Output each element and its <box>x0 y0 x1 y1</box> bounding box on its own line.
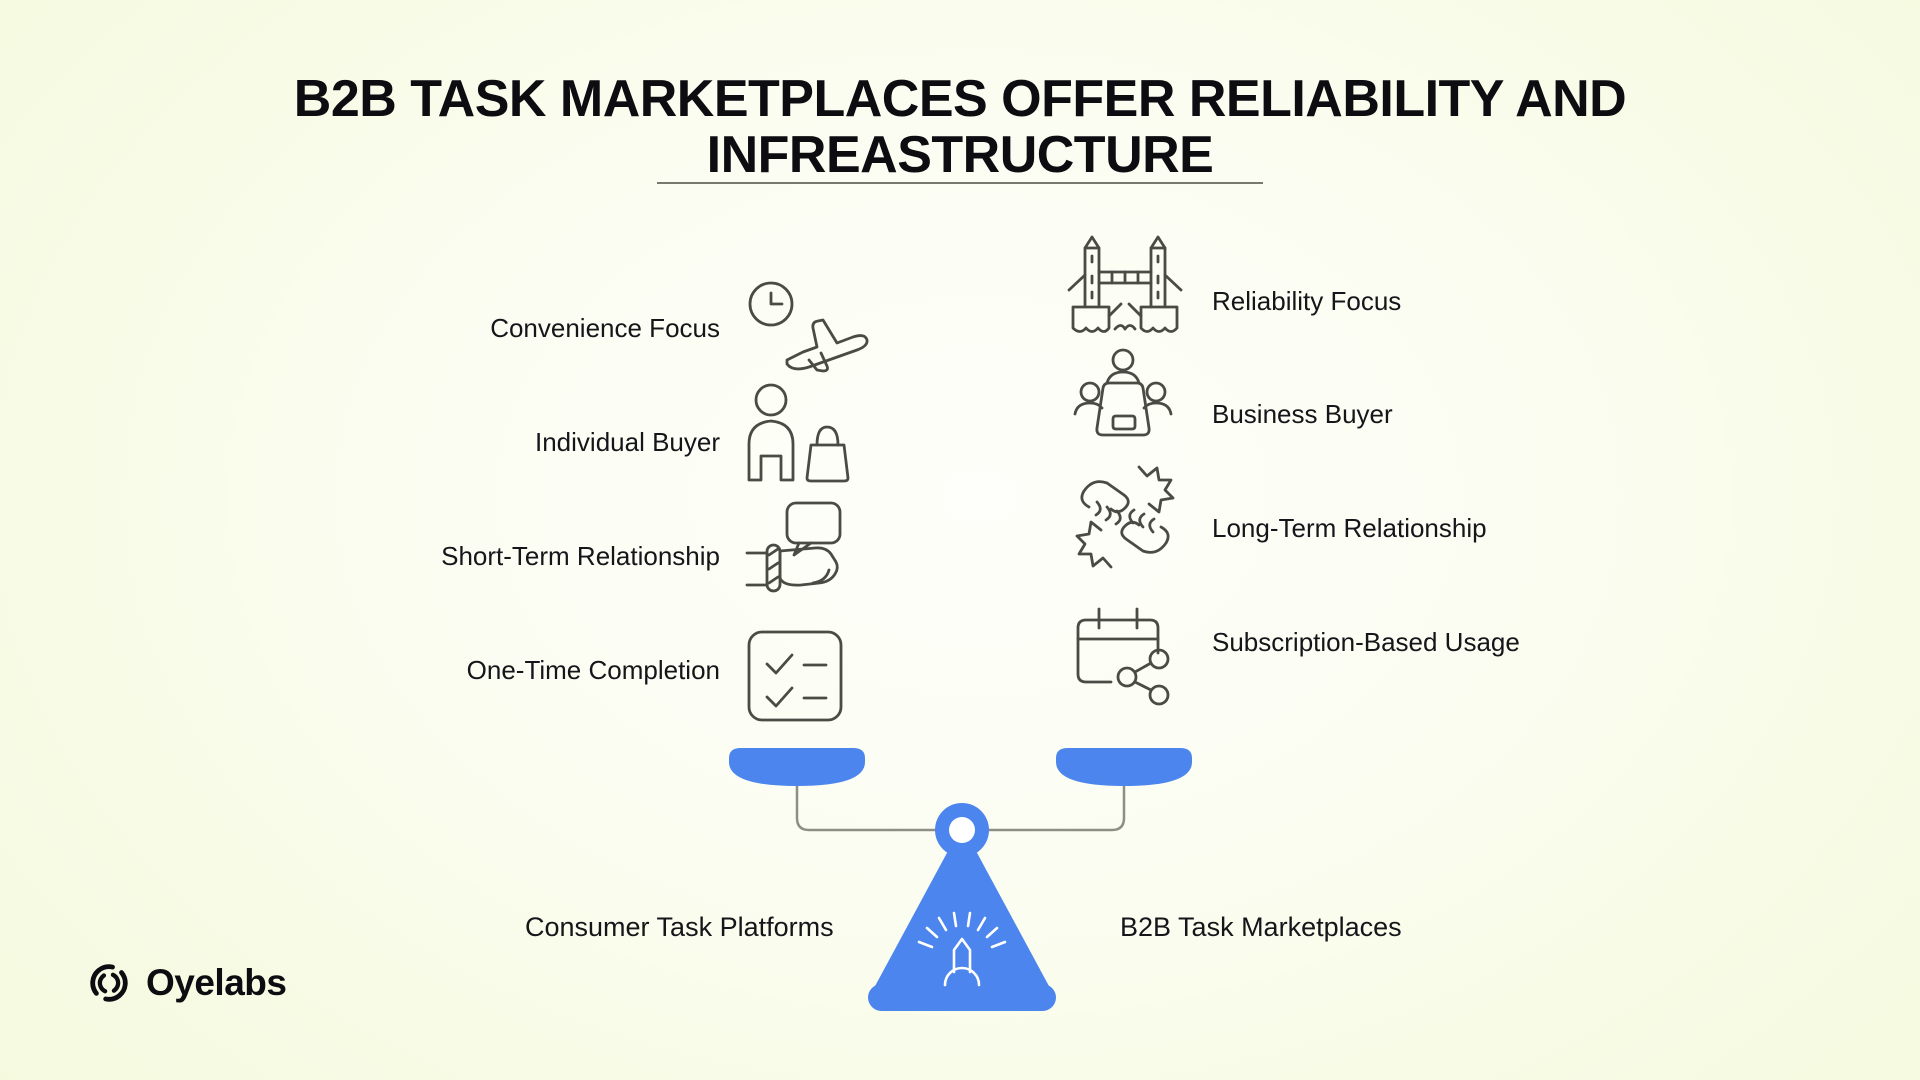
footer-label-consumer-task-platforms: Consumer Task Platforms <box>525 912 834 942</box>
checklist-icon <box>745 612 869 736</box>
scale-left-pan <box>729 748 865 786</box>
title-divider <box>657 182 1263 184</box>
page-title-line1: B2B TASK MARKETPLACES OFFER RELIABILITY … <box>293 69 1627 128</box>
fist-chat-bubble-icon <box>745 493 869 617</box>
label-individual-buyer: Individual Buyer <box>535 427 720 457</box>
page-title: B2B TASK MARKETPLACES OFFER RELIABILITY … <box>0 71 1920 183</box>
scale-right-pan <box>1056 748 1192 786</box>
scale-beam <box>795 784 1126 832</box>
label-subscription-based-usage: Subscription-Based Usage <box>1212 627 1520 657</box>
label-one-time-completion: One-Time Completion <box>466 655 720 685</box>
united-hands-icon <box>1063 455 1187 579</box>
scale-stand <box>874 851 1050 988</box>
calendar-share-icon <box>1063 595 1187 719</box>
label-short-term-relationship: Short-Term Relationship <box>441 541 720 571</box>
label-business-buyer: Business Buyer <box>1212 399 1393 429</box>
clock-airplane-icon <box>745 264 869 388</box>
footer-label-b2b-task-marketplaces: B2B Task Marketplaces <box>1120 912 1402 942</box>
scale-base <box>868 984 1056 1011</box>
balance-scale <box>729 748 1192 1011</box>
label-long-term-relationship: Long-Term Relationship <box>1212 513 1487 543</box>
scale-beacon-art <box>917 911 1007 987</box>
bridge-icon <box>1063 230 1187 354</box>
meeting-table-icon <box>1063 338 1187 462</box>
brand-lockup: Oyelabs <box>86 960 287 1006</box>
person-shopping-bag-icon <box>745 371 869 495</box>
scale-pivot-hole <box>949 817 975 843</box>
page-title-line2: INFREASTRUCTURE <box>706 125 1214 184</box>
label-reliability-focus: Reliability Focus <box>1212 286 1402 316</box>
label-convenience-focus: Convenience Focus <box>490 313 720 343</box>
oyelabs-logo-icon <box>90 964 128 1002</box>
brand-name: Oyelabs <box>146 962 287 1003</box>
